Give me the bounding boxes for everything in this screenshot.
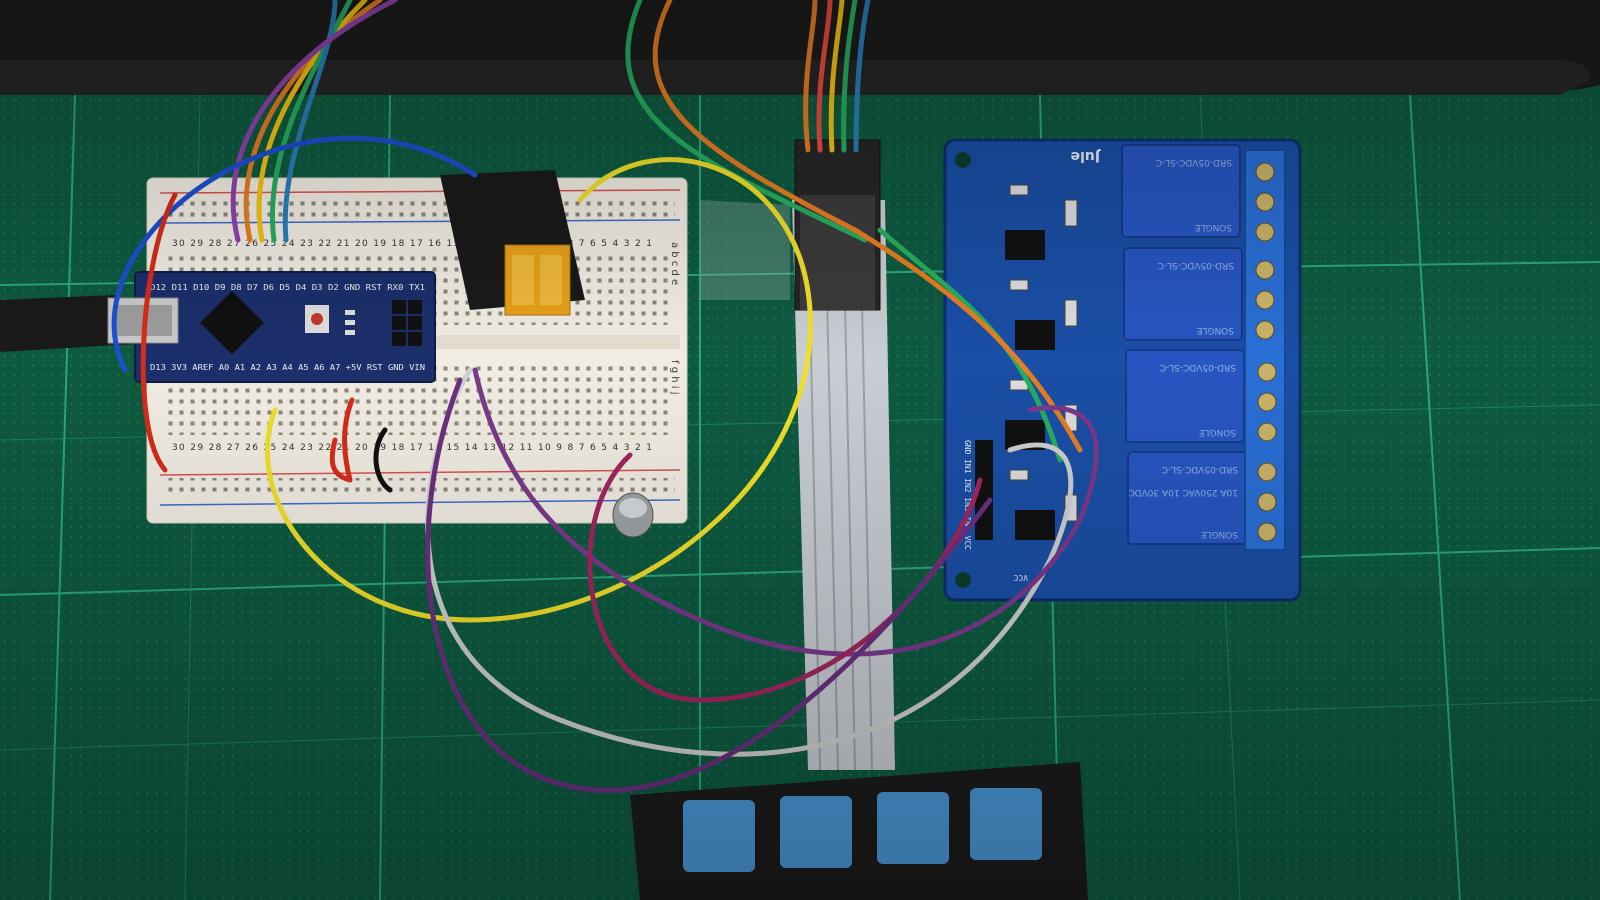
svg-text:SONGLE: SONGLE	[1198, 427, 1236, 437]
svg-text:SRD-05VDC-SL-C: SRD-05VDC-SL-C	[1158, 260, 1234, 270]
svg-text:10A 250VAC 10A 30VDC: 10A 250VAC 10A 30VDC	[1128, 487, 1238, 497]
breadboard-letters-top: a b c d e	[669, 242, 680, 285]
relay-brand-label: Jule	[1071, 148, 1101, 164]
nano-bottom-pin-labels: D13 3V3 AREF A0 A1 A2 A3 A4 A5 A6 A7 +5V…	[150, 363, 425, 372]
relay-1: SRD-05VDC-SL-C SONGLE	[1121, 144, 1241, 238]
keypad-key-2	[780, 796, 852, 868]
svg-text:SRD-05VDC-SL-C: SRD-05VDC-SL-C	[1156, 157, 1232, 167]
svg-text:SONGLE: SONGLE	[1200, 529, 1238, 539]
relay-2: SRD-05VDC-SL-C SONGLE	[1123, 247, 1243, 341]
svg-text:SONGLE: SONGLE	[1194, 222, 1232, 232]
arduino-nano: D12 D11 D10 D9 D8 D7 D6 D5 D4 D3 D2 GND …	[107, 271, 436, 383]
keypad-key-1	[683, 800, 755, 872]
svg-text:SONGLE: SONGLE	[1196, 325, 1234, 335]
relay-3: SRD-05VDC-SL-C SONGLE	[1125, 349, 1245, 443]
svg-text:SRD-05VDC-SL-C: SRD-05VDC-SL-C	[1160, 362, 1236, 372]
relay-4: SRD-05VDC-SL-C 10A 250VAC 10A 30VDC SONG…	[1127, 451, 1247, 545]
svg-text:SRD-05VDC-SL-C: SRD-05VDC-SL-C	[1162, 464, 1238, 474]
breadboard-letters-bottom: f g h i j	[669, 360, 680, 394]
keypad-key-4	[970, 788, 1042, 860]
keypad-key-3	[877, 792, 949, 864]
nano-top-pin-labels: D12 D11 D10 D9 D8 D7 D6 D5 D4 D3 D2 GND …	[150, 283, 425, 292]
relay-jumper-label: VCC	[1013, 573, 1028, 582]
screw-terminals	[1244, 149, 1286, 551]
black-enclosure-top	[0, 0, 1600, 95]
electrolytic-capacitor	[612, 492, 654, 538]
